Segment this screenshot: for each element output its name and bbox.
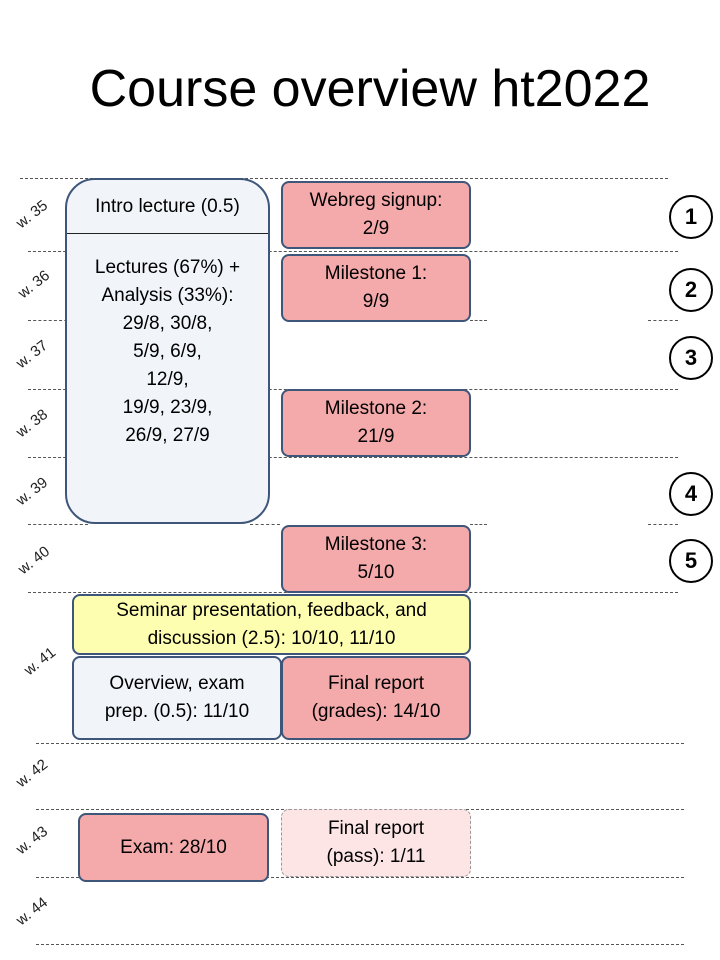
week-label: w. 43 — [12, 823, 52, 858]
lectures-analysis-text: Lectures (67%) + Analysis (33%): 29/8, 3… — [67, 254, 268, 450]
week-divider — [648, 320, 678, 321]
box-line: discussion (2.5): 10/10, 11/10 — [147, 627, 396, 649]
box-line: Milestone 3: — [324, 534, 428, 555]
lectures-line: 29/8, 30/8, — [122, 313, 213, 334]
week-label: w. 44 — [12, 894, 52, 929]
final-report-grades-box: Final report (grades): 14/10 — [281, 656, 471, 740]
box-line: 9/9 — [362, 291, 390, 312]
box-line: 2/9 — [362, 218, 390, 239]
week-divider — [36, 944, 684, 945]
box-line: Final report — [327, 818, 425, 839]
page-title: Course overview ht2022 — [89, 60, 651, 118]
week-divider — [28, 251, 678, 252]
milestone-number-badge: 4 — [669, 472, 713, 516]
week-divider — [36, 743, 684, 744]
week-divider — [28, 524, 88, 525]
box-line: Milestone 1: — [324, 263, 428, 284]
box-line: prep. (0.5): 11/10 — [104, 701, 250, 722]
week-label: w. 41 — [20, 644, 60, 679]
box-line: Seminar presentation, feedback, and — [116, 599, 427, 621]
milestone-number-badge: 5 — [669, 539, 713, 583]
milestone-3-box: Milestone 3: 5/10 — [281, 525, 471, 593]
lectures-line: Lectures (67%) + — [94, 257, 241, 278]
box-line: Milestone 2: — [324, 398, 428, 419]
box-line: Webreg signup: — [309, 190, 443, 211]
box-line: 5/10 — [357, 562, 395, 583]
webreg-signup-box: Webreg signup: 2/9 — [281, 181, 471, 249]
exam-box: Exam: 28/10 — [78, 813, 269, 882]
final-report-pass-box: Final report (pass): 1/11 — [281, 809, 471, 877]
week-label: w. 42 — [12, 756, 52, 791]
week-label: w. 37 — [12, 337, 52, 372]
week-divider — [28, 320, 88, 321]
week-divider — [20, 178, 668, 179]
milestone-1-box: Milestone 1: 9/9 — [281, 254, 471, 322]
lectures-line: 19/9, 23/9, — [122, 397, 213, 418]
week-label: w. 39 — [12, 474, 52, 509]
box-line: Final report — [327, 673, 425, 694]
milestone-number-badge: 2 — [669, 268, 713, 312]
week-divider — [648, 524, 678, 525]
week-label: w. 40 — [14, 543, 54, 578]
lectures-line: 26/9, 27/9 — [125, 425, 210, 446]
box-line: Overview, exam — [109, 673, 245, 694]
lectures-block: Intro lecture (0.5) Lectures (67%) + Ana… — [65, 178, 270, 524]
week-label: w. 38 — [12, 406, 52, 441]
box-line: 21/9 — [357, 426, 395, 447]
milestone-number-badge: 3 — [669, 336, 713, 380]
week-divider — [28, 457, 678, 458]
box-line: Exam: 28/10 — [120, 836, 227, 858]
overview-exam-prep-box: Overview, exam prep. (0.5): 11/10 — [72, 656, 282, 740]
seminar-box: Seminar presentation, feedback, and disc… — [72, 594, 471, 655]
week-divider — [470, 320, 487, 321]
week-label: w. 36 — [14, 267, 54, 302]
intro-lecture: Intro lecture (0.5) — [67, 180, 268, 234]
lectures-line: 5/9, 6/9, — [133, 341, 202, 362]
week-divider — [36, 877, 684, 878]
lectures-line: 12/9, — [146, 369, 189, 390]
week-divider — [250, 524, 280, 525]
milestone-number-badge: 1 — [669, 195, 713, 239]
milestone-2-box: Milestone 2: 21/9 — [281, 389, 471, 457]
week-label: w. 35 — [12, 197, 52, 232]
box-line: (pass): 1/11 — [326, 846, 426, 867]
lectures-line: Analysis (33%): — [101, 285, 234, 306]
box-line: (grades): 14/10 — [311, 701, 441, 722]
week-divider — [470, 524, 487, 525]
